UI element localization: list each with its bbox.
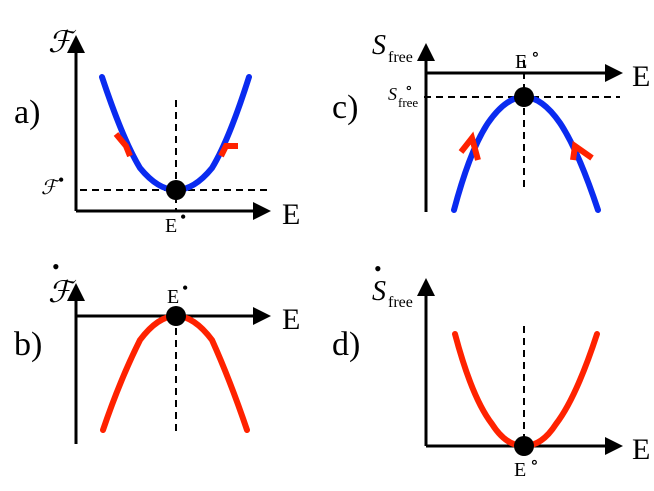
panel-d-x-axis-label: E	[632, 433, 650, 466]
panel-d-y-axis-dot: •	[374, 256, 382, 281]
panel-d-min-point-label: E	[514, 459, 526, 481]
panel-a-y-axis-label: ℱ	[48, 26, 77, 59]
panel-c-arrow-left	[458, 131, 481, 161]
panel-b-max-point-label: E	[167, 286, 179, 308]
panel-a-x-axis-label: E	[282, 198, 300, 231]
panel-a-label: a)	[14, 94, 40, 131]
panel-d-min-point-superscript: ∘	[530, 452, 539, 472]
panel-d-min-point	[514, 436, 534, 456]
panel-b-y-axis-label: ℱ	[48, 276, 77, 309]
panel-d-y-axis-label: S	[372, 276, 386, 307]
panel-d: d) S • free E E ∘	[332, 256, 650, 481]
panel-c-x-axis-label: E	[632, 60, 650, 93]
panel-c-max-point-superscript: ∘	[531, 44, 540, 64]
panel-a-min-point	[166, 180, 186, 200]
panel-a-arrow-right	[218, 143, 238, 158]
panel-a-min-value-superscript: •	[58, 170, 64, 190]
panel-c-max-point-label: E	[515, 51, 527, 73]
panel-a: a) ℱ E ℱ • E •	[14, 26, 300, 237]
panel-c-arrow-right	[570, 140, 594, 161]
panel-c-max-value-subscript: free	[398, 95, 418, 110]
panel-d-y-axis-subscript: free	[388, 294, 413, 311]
panel-c-max-point	[514, 87, 534, 107]
panel-b-label: b)	[14, 326, 42, 363]
panel-b: b) ℱ • E E •	[14, 254, 300, 444]
panel-c-y-axis-label: S	[372, 30, 386, 61]
panel-b-max-point-superscript: •	[182, 278, 188, 298]
panel-c: c) S free E S free ∘ E ∘	[332, 30, 650, 213]
panel-a-min-point-label: E	[165, 215, 177, 237]
panel-b-max-point	[166, 306, 186, 326]
panel-b-y-axis-dot: •	[52, 254, 60, 279]
panel-c-y-axis-subscript: free	[388, 49, 413, 66]
panel-c-max-value-label: S	[388, 84, 397, 104]
panel-c-max-value-superscript: ∘	[405, 80, 413, 97]
panel-a-min-value-label: ℱ	[41, 177, 60, 199]
panel-a-arrow-left	[113, 132, 133, 158]
panel-d-label: d)	[332, 326, 360, 363]
panel-b-x-axis-label: E	[282, 303, 300, 336]
panel-d-curve	[452, 331, 600, 450]
panel-a-min-point-superscript: •	[180, 207, 186, 227]
panel-c-label: c)	[332, 89, 358, 126]
